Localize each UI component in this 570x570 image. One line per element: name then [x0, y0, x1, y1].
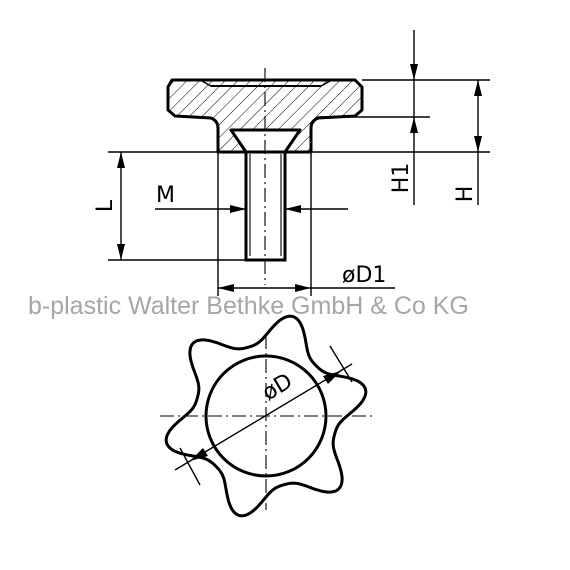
watermark-text: b-plastic Walter Bethke GmbH & Co KG: [28, 292, 469, 320]
inner-circle: [204, 354, 328, 478]
label-h1: H1: [389, 163, 414, 194]
label-m: M: [156, 183, 175, 208]
label-h: H: [453, 186, 478, 203]
label-l: L: [93, 199, 118, 212]
dimensions: [108, 30, 490, 296]
side-view: [166, 68, 364, 285]
top-view: [160, 314, 372, 518]
label-d1: øD1: [342, 263, 386, 288]
